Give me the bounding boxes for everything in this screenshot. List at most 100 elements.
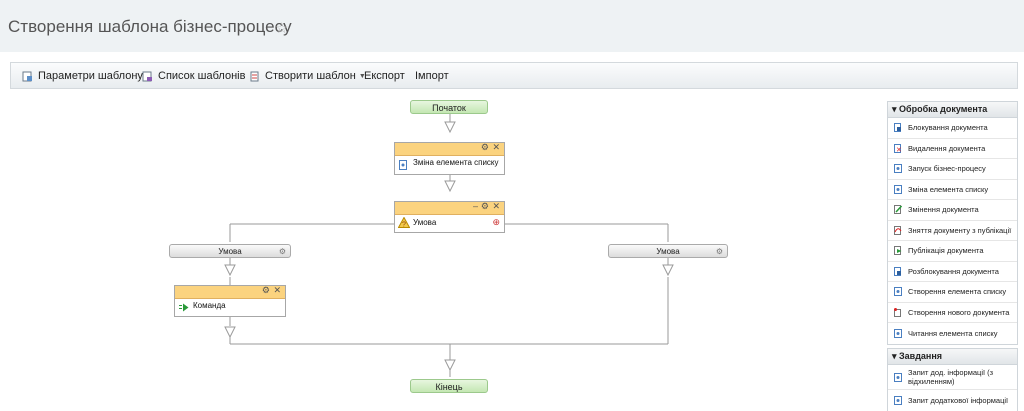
branch-left-header[interactable]: Умова ⚙ xyxy=(169,244,291,258)
doc-processing-section-title: Обробка документа xyxy=(899,104,988,114)
import-label: Імпорт xyxy=(415,70,449,82)
activity-condition[interactable]: – ⚙ ✕ ? Умова ⊕ xyxy=(394,201,505,233)
activity-item[interactable]: Публікація документа xyxy=(888,241,1017,262)
doc-processing-panel: ▾ Обробка документа Блокування документа… xyxy=(887,101,1018,345)
page-title: Створення шаблона бізнес-процесу xyxy=(8,17,292,36)
close-icon[interactable]: ✕ xyxy=(492,142,500,152)
close-icon[interactable]: ✕ xyxy=(273,285,281,295)
activity-item[interactable]: Блокування документа xyxy=(888,118,1017,139)
activity-label: Умова xyxy=(413,218,437,227)
activity-item[interactable]: Зміна елемента списку xyxy=(888,180,1017,200)
tasks-panel: ▾ Завдання Запит дод. інформації (з відх… xyxy=(887,348,1018,411)
activity-item[interactable]: Запит додаткової інформації xyxy=(888,390,1017,411)
activity-item-label: Запуск бізнес-процесу xyxy=(908,164,986,174)
import-button[interactable]: Імпорт xyxy=(415,70,449,82)
arrow-down-icon xyxy=(444,121,456,134)
create-template-icon xyxy=(250,71,259,81)
read-list-item-icon xyxy=(894,328,902,338)
connector-lines xyxy=(224,114,674,377)
activity-item[interactable]: Запит дод. інформації (з відхиленням) xyxy=(888,365,1017,390)
create-template-button[interactable]: Створити шаблон ▼ xyxy=(249,70,366,82)
template-params-button[interactable]: Параметри шаблону xyxy=(22,70,143,82)
command-icon xyxy=(179,303,189,312)
tasks-section-title: Завдання xyxy=(899,351,943,361)
activity-item[interactable]: Зняття документу з публікації xyxy=(888,221,1017,241)
branch-left-label: Умова xyxy=(218,247,242,256)
activity-item[interactable]: Створення елемента списку xyxy=(888,282,1017,303)
doc-processing-section-header[interactable]: ▾ Обробка документа xyxy=(888,102,1017,118)
star-icon[interactable]: ☆ xyxy=(275,20,289,37)
activity-item-label: Запит додаткової інформації xyxy=(908,395,1009,405)
list-item-icon xyxy=(399,160,407,170)
export-label: Експорт xyxy=(364,70,405,82)
activity-item-label: Читання елемента списку xyxy=(908,328,998,338)
branch-right-header[interactable]: Умова ⚙ xyxy=(608,244,728,258)
chevron-down-icon: ▼ xyxy=(358,72,366,80)
arrow-down-icon xyxy=(444,180,456,193)
gear-icon[interactable]: ⚙ xyxy=(480,142,489,152)
branch-right-label: Умова xyxy=(656,247,680,256)
activity-item-label: Запит дод. інформації (з відхиленням) xyxy=(908,368,994,386)
condition-icon: ? xyxy=(398,217,410,229)
arrow-down-icon xyxy=(224,264,236,277)
add-branch-icon[interactable]: ⊕ xyxy=(492,217,500,227)
activity-item-label: Розблокування документа xyxy=(908,266,999,276)
list-item-icon xyxy=(894,184,902,194)
toolbar: Параметри шаблону Список шаблонів Створи… xyxy=(10,62,1018,89)
delete-document-icon: ✕ xyxy=(894,143,902,153)
gear-icon[interactable]: ⚙ xyxy=(715,247,723,256)
activity-change-list-item[interactable]: ⚙ ✕ Зміна елемента списку xyxy=(394,142,505,175)
create-list-item-icon xyxy=(894,287,902,297)
activity-item-label: Створення нового документа xyxy=(908,307,1010,317)
end-node-label: Кінець xyxy=(435,382,463,392)
workflow-canvas: Початок ⚙ ✕ Зміна елемента списку – ⚙ ✕ … xyxy=(0,92,880,406)
activity-item[interactable]: Запуск бізнес-процесу xyxy=(888,159,1017,180)
template-list-label: Список шаблонів xyxy=(158,70,246,82)
unpublish-icon xyxy=(894,225,902,235)
gear-icon[interactable]: ⚙ xyxy=(278,247,286,256)
request-info-icon xyxy=(894,372,902,382)
publish-icon xyxy=(894,246,902,256)
activity-item-label: Зміна елемента списку xyxy=(908,184,989,194)
export-button[interactable]: Експорт xyxy=(364,70,405,82)
page-header: Створення шаблона бізнес-процесу ☆ xyxy=(0,0,1024,52)
activity-item[interactable]: Читання елемента списку xyxy=(888,323,1017,344)
gear-icon[interactable]: ⚙ xyxy=(480,201,489,211)
end-node[interactable]: Кінець xyxy=(410,379,488,393)
create-template-label: Створити шаблон xyxy=(265,70,356,82)
start-node[interactable]: Початок xyxy=(410,100,488,114)
activity-item-label: Створення елемента списку xyxy=(908,287,1007,297)
start-process-icon xyxy=(894,164,902,174)
edit-document-icon xyxy=(894,205,902,215)
activity-item-label: Змінення документа xyxy=(908,205,979,215)
request-info-icon xyxy=(894,395,902,405)
activity-item-label: Видалення документа xyxy=(908,143,986,153)
activity-command[interactable]: ⚙ ✕ Команда xyxy=(174,285,286,317)
gear-icon[interactable]: ⚙ xyxy=(261,285,270,295)
arrow-down-icon xyxy=(444,359,456,372)
activity-item-label: Публікація документа xyxy=(908,246,984,256)
template-params-label: Параметри шаблону xyxy=(38,70,143,82)
activity-item[interactable]: Змінення документа xyxy=(888,200,1017,221)
lock-document-icon xyxy=(894,123,901,133)
activity-item[interactable]: Розблокування документа xyxy=(888,262,1017,282)
activity-item-label: Зняття документу з публікації xyxy=(908,225,1012,235)
minimize-icon[interactable]: – xyxy=(472,201,478,211)
template-list-icon xyxy=(142,71,152,81)
template-params-icon xyxy=(22,71,32,81)
start-node-label: Початок xyxy=(432,103,466,113)
svg-text:?: ? xyxy=(402,222,406,229)
activity-label: Зміна елемента списку xyxy=(413,158,499,167)
tasks-section-header[interactable]: ▾ Завдання xyxy=(888,349,1017,365)
arrow-down-icon xyxy=(662,264,674,277)
close-icon[interactable]: ✕ xyxy=(492,201,500,211)
activity-item-label: Блокування документа xyxy=(908,123,988,133)
template-list-button[interactable]: Список шаблонів xyxy=(142,70,245,82)
activity-item[interactable]: Створення нового документа xyxy=(888,303,1017,323)
svg-text:✕: ✕ xyxy=(896,147,902,153)
activity-label: Команда xyxy=(193,301,226,310)
new-document-icon xyxy=(894,307,901,317)
unlock-document-icon xyxy=(894,266,901,276)
activity-item[interactable]: ✕ Видалення документа xyxy=(888,139,1017,159)
arrow-down-icon xyxy=(224,326,236,339)
